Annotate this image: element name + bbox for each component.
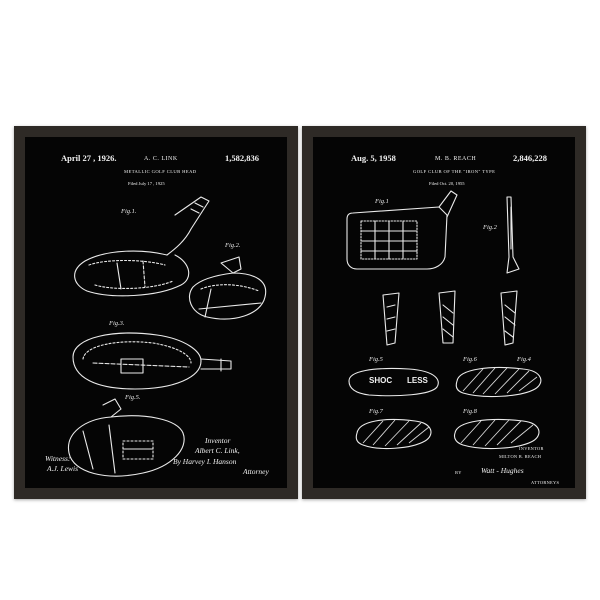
right-attorney-signature: Watt - Hughes — [481, 466, 524, 475]
svg-text:Fig.1: Fig.1 — [374, 198, 389, 205]
fig5-shockless-insert — [348, 368, 439, 397]
svg-text:Fig.5.: Fig.5. — [124, 394, 141, 401]
svg-text:Fig.2.: Fig.2. — [224, 242, 241, 249]
left-frame: April 27 , 1926. A. C. LINK 1,582,836 ME… — [14, 126, 298, 499]
svg-text:Fig.7: Fig.7 — [368, 408, 384, 415]
fig4-club-face — [67, 398, 185, 477]
fig2-head-face — [189, 256, 267, 320]
right-attorney-label: ATTORNEYS — [531, 480, 560, 485]
iron-cross-sections — [382, 290, 518, 346]
left-inventor-name: A. C. LINK — [144, 156, 178, 162]
svg-text:Fig.8: Fig.8 — [462, 408, 478, 415]
shock-logo-left: SHOC — [369, 376, 393, 385]
svg-text:Fig.1.: Fig.1. — [120, 208, 137, 215]
left-witness-label: Witness: — [45, 454, 71, 463]
left-inventor-signature: Albert C. Link, — [195, 446, 240, 455]
golf-driver-patent-drawing: Fig.1. Fig.2. Fig.3. Fig.5. — [67, 196, 267, 477]
svg-text:Fig.6: Fig.6 — [462, 356, 478, 363]
fig7-hatched-insert — [355, 418, 432, 449]
left-patent-print: April 27 , 1926. A. C. LINK 1,582,836 ME… — [25, 137, 287, 488]
right-frame: Aug. 5, 1958 M. B. REACH 2,846,228 GOLF … — [302, 126, 586, 499]
fig6-hatched-insert — [455, 366, 542, 397]
fig1-iron-face — [346, 190, 458, 270]
left-attorney-label: Attorney — [243, 467, 269, 476]
left-patent-number: 1,582,836 — [225, 153, 259, 163]
right-patent-subtitle: GOLF CLUB OF THE "IRON" TYPE — [413, 169, 496, 174]
shock-logo-right: LESS — [407, 376, 428, 385]
right-inventor-label: INVENTOR — [519, 446, 544, 451]
right-by-label: BY — [455, 470, 462, 475]
svg-text:Fig.4: Fig.4 — [516, 356, 532, 363]
left-filed-date: Filed July 17 , 1925 — [128, 181, 165, 186]
svg-text:Fig.3.: Fig.3. — [108, 320, 125, 327]
left-patent-subtitle: METALLIC GOLF CLUB HEAD — [124, 169, 197, 174]
right-filed-date: Filed Oct. 20, 1955 — [429, 181, 465, 186]
left-witness-signature: A.J. Lewis — [47, 464, 79, 473]
right-inventor-name: MILTON B. REACH — [499, 454, 542, 459]
left-inventor-label: Inventor — [205, 436, 231, 445]
right-patent-number: 2,846,228 — [513, 153, 547, 163]
right-patent-date: Aug. 5, 1958 — [351, 153, 396, 163]
fig1-driver-head — [74, 196, 210, 297]
svg-text:Fig.5: Fig.5 — [368, 356, 384, 363]
fig8-hatched-insert — [453, 418, 540, 449]
left-attorney-signature: By Harvey I. Hanson — [173, 457, 237, 466]
iron-club-patent-drawing: Fig.1 Fig.2 Fig.5 Fig.6 Fig.4 Fig.7 Fig.… — [346, 190, 542, 449]
svg-text:Fig.2: Fig.2 — [482, 224, 498, 231]
right-patent-print: Aug. 5, 1958 M. B. REACH 2,846,228 GOLF … — [313, 137, 575, 488]
fig2-shaft-side — [506, 196, 520, 274]
fig3-sole-view — [72, 332, 232, 390]
left-patent-date: April 27 , 1926. — [61, 153, 117, 163]
right-inventor-name: M. B. REACH — [435, 156, 477, 162]
